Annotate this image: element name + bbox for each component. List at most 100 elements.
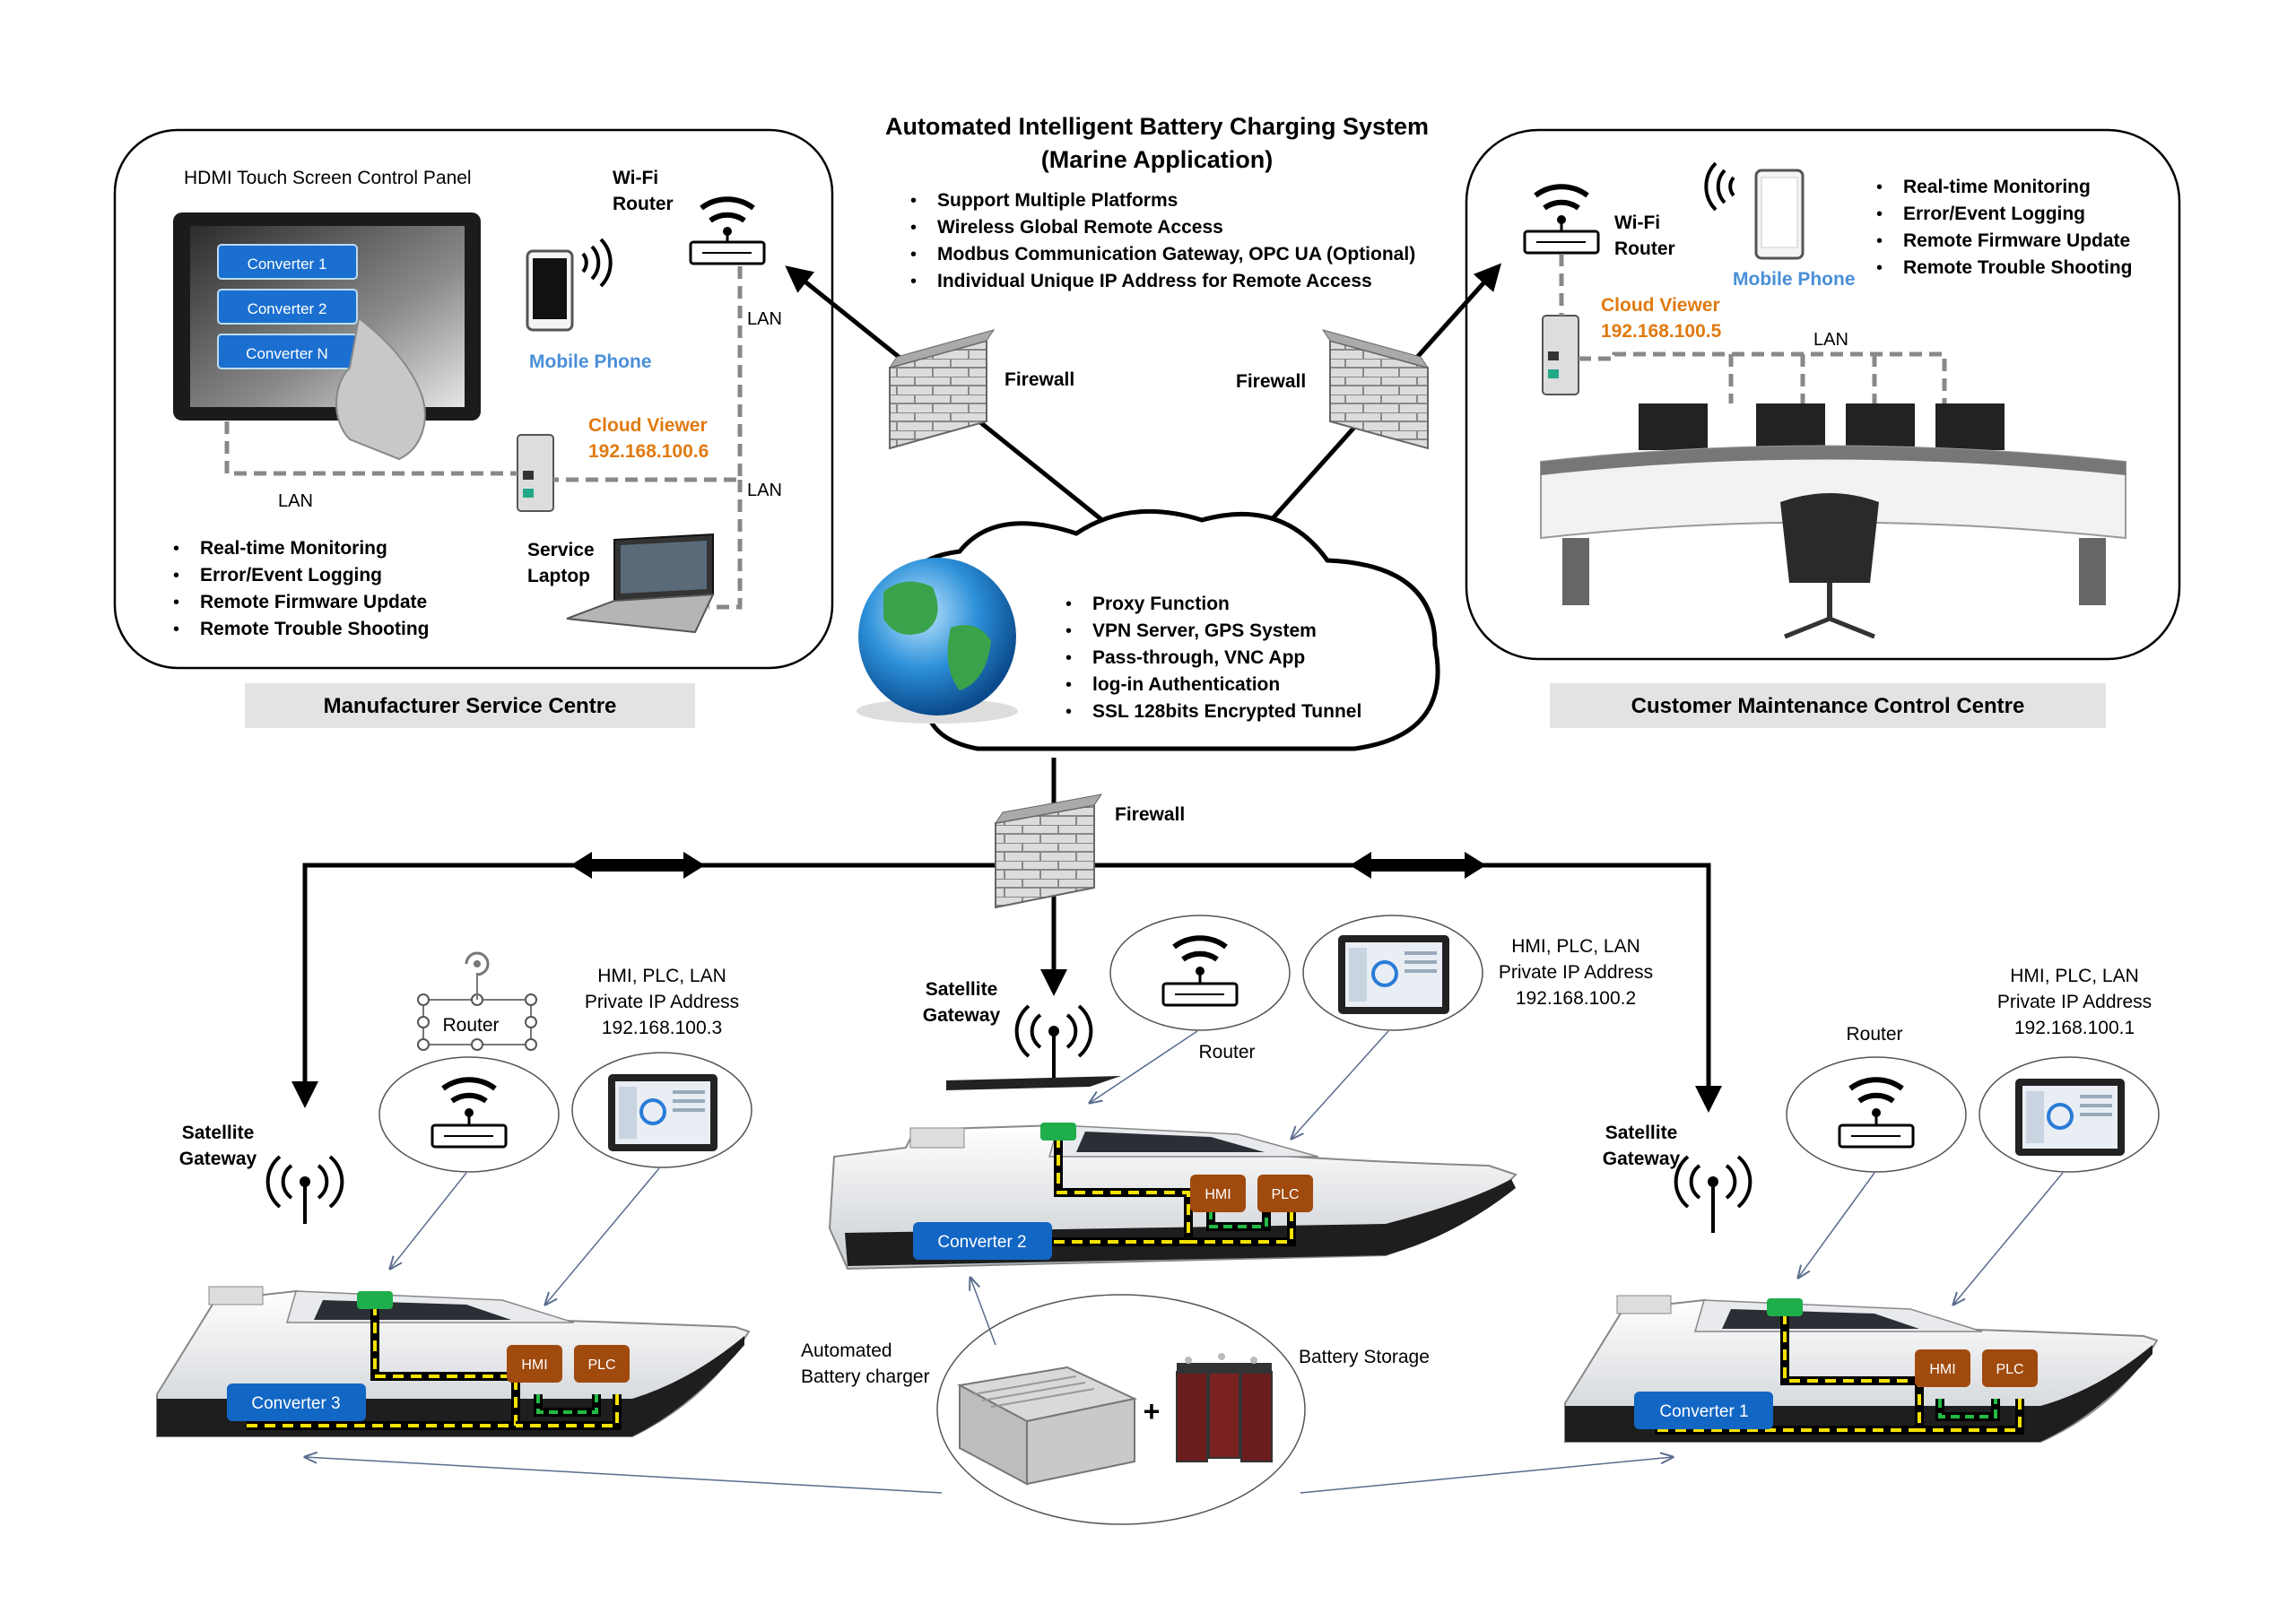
title-bullet-list: • Support Multiple Platforms • Wireless … — [910, 190, 1415, 291]
converter-box — [1634, 1392, 1773, 1429]
bullet-dot: • — [1876, 178, 1883, 197]
selection-handles — [417, 951, 537, 1051]
bullet-dot: • — [173, 593, 179, 612]
cloud-viewer-ip: 192.168.100.5 — [1601, 321, 1722, 342]
battery-storage-label: Battery Storage — [1299, 1347, 1430, 1367]
router-box — [1040, 1123, 1076, 1141]
router-box — [357, 1291, 393, 1309]
cloud-viewer-ip: 192.168.100.6 — [588, 441, 709, 462]
satellite-antenna-icon — [265, 1155, 344, 1224]
converter-label: Converter 2 — [937, 1233, 1026, 1252]
cloud-feature: log-in Authentication — [1092, 674, 1280, 695]
satellite-gateway-label-line: Satellite — [1605, 1123, 1678, 1143]
wifi-router-label-line: Wi-Fi — [1614, 213, 1660, 233]
router-icon — [1161, 935, 1239, 1007]
charger-label-line: Battery charger — [801, 1366, 930, 1387]
wifi-router-label-line: Router — [1614, 239, 1675, 259]
wifi-router-label-line: Router — [613, 194, 674, 214]
feature-item: Remote Firmware Update — [1903, 230, 2130, 251]
router-icon — [430, 1077, 508, 1149]
hmi-box — [507, 1345, 562, 1383]
hmi-tablet-icon — [1338, 935, 1449, 1014]
bullet-dot: • — [173, 566, 179, 585]
converter-2-button[interactable] — [217, 289, 358, 325]
title-bullet: Wireless Global Remote Access — [937, 217, 1223, 238]
globe-icon — [857, 558, 1018, 724]
mobile-phone-icon — [1704, 161, 1805, 260]
cloud-viewer-label: Cloud Viewer — [1601, 295, 1720, 316]
customer-frame — [1465, 128, 2181, 661]
firewall-label: Firewall — [1004, 369, 1074, 390]
converter-box — [913, 1222, 1052, 1260]
plus-sign: + — [1144, 1395, 1161, 1427]
hmi-box — [1915, 1349, 1970, 1387]
charger-label-line: Automated — [801, 1340, 892, 1361]
charger-unit-icon — [956, 1366, 1138, 1486]
title-bullet: Modbus Communication Gateway, OPC UA (Op… — [937, 244, 1415, 265]
customer-banner-label: Customer Maintenance Control Centre — [1631, 694, 2025, 718]
pointer-line — [305, 1457, 943, 1494]
pointer-line — [390, 1172, 467, 1269]
plc-label: PLC — [587, 1357, 615, 1373]
bullet-dot: • — [173, 539, 179, 559]
lan-link-laptop — [709, 480, 743, 610]
service-laptop-label-line: Laptop — [527, 566, 590, 586]
touch-screen-panel: Converter 1 Converter 2 Converter N — [173, 213, 481, 461]
boat-spec-line: Private IP Address — [585, 992, 739, 1012]
battery-icon — [1176, 1353, 1273, 1462]
bullet-dot: • — [1065, 675, 1072, 695]
bullet-dot: • — [910, 218, 917, 238]
router-label: Router — [442, 1015, 499, 1036]
laptop-icon — [566, 533, 715, 634]
lan-link-to-monitors — [1578, 351, 1947, 403]
feature-item: Real-time Monitoring — [200, 538, 387, 559]
cloud-feature: Pass-through, VNC App — [1092, 647, 1305, 668]
lan-label: LAN — [747, 309, 782, 329]
router-box — [1767, 1298, 1803, 1316]
boat-spec-line: Private IP Address — [1997, 992, 2152, 1012]
rotate-handle-icon[interactable] — [465, 951, 490, 976]
satellite-gateway-label-line: Gateway — [1603, 1149, 1681, 1169]
converter-box — [227, 1383, 366, 1421]
satellite-gateway-label-line: Satellite — [182, 1123, 255, 1143]
satellite-antenna-icon — [1014, 1004, 1093, 1080]
plc-label: PLC — [1996, 1362, 2023, 1377]
hmi-tablet-icon — [2015, 1079, 2125, 1156]
boat-spec-line: HMI, PLC, LAN — [1511, 936, 1640, 957]
panel-title: HDMI Touch Screen Control Panel — [184, 168, 472, 188]
satellite-gateway-label-line: Satellite — [926, 979, 998, 1000]
manufacturer-frame — [113, 128, 834, 670]
customer-feature-list: • Real-time Monitoring • Error/Event Log… — [1876, 177, 2133, 278]
bullet-dot: • — [1065, 702, 1072, 722]
title-line2: (Marine Application) — [1041, 146, 1274, 173]
hmi-label: HMI — [1205, 1187, 1231, 1202]
manufacturer-banner — [245, 683, 695, 728]
converter-1-button[interactable] — [217, 244, 358, 280]
bidirectional-arrow — [1350, 852, 1486, 879]
mobile-phone-label: Mobile Phone — [1733, 269, 1856, 290]
cloud-viewer-device-icon — [517, 434, 554, 512]
manufacturer-feature-list: • Real-time Monitoring • Error/Event Log… — [173, 538, 430, 639]
cloud-feature: Proxy Function — [1092, 594, 1230, 614]
wifi-router-label-line: Wi-Fi — [613, 168, 658, 188]
feature-item: Remote Trouble Shooting — [1903, 257, 2133, 278]
pointer-line — [1953, 1172, 2064, 1305]
router-icon — [1838, 1077, 1915, 1149]
lan-label: LAN — [1813, 330, 1848, 350]
converter-button-label: Converter 2 — [248, 300, 327, 317]
bullet-dot: • — [910, 245, 917, 265]
hmi-tablet-icon — [608, 1074, 718, 1151]
bullet-dot: • — [1876, 204, 1883, 224]
hmi-label: HMI — [1929, 1362, 1955, 1377]
lan-label: LAN — [747, 481, 782, 500]
bullet-dot: • — [1876, 258, 1883, 278]
bus-right — [1054, 863, 1722, 1113]
hmi-box — [1190, 1175, 1246, 1212]
